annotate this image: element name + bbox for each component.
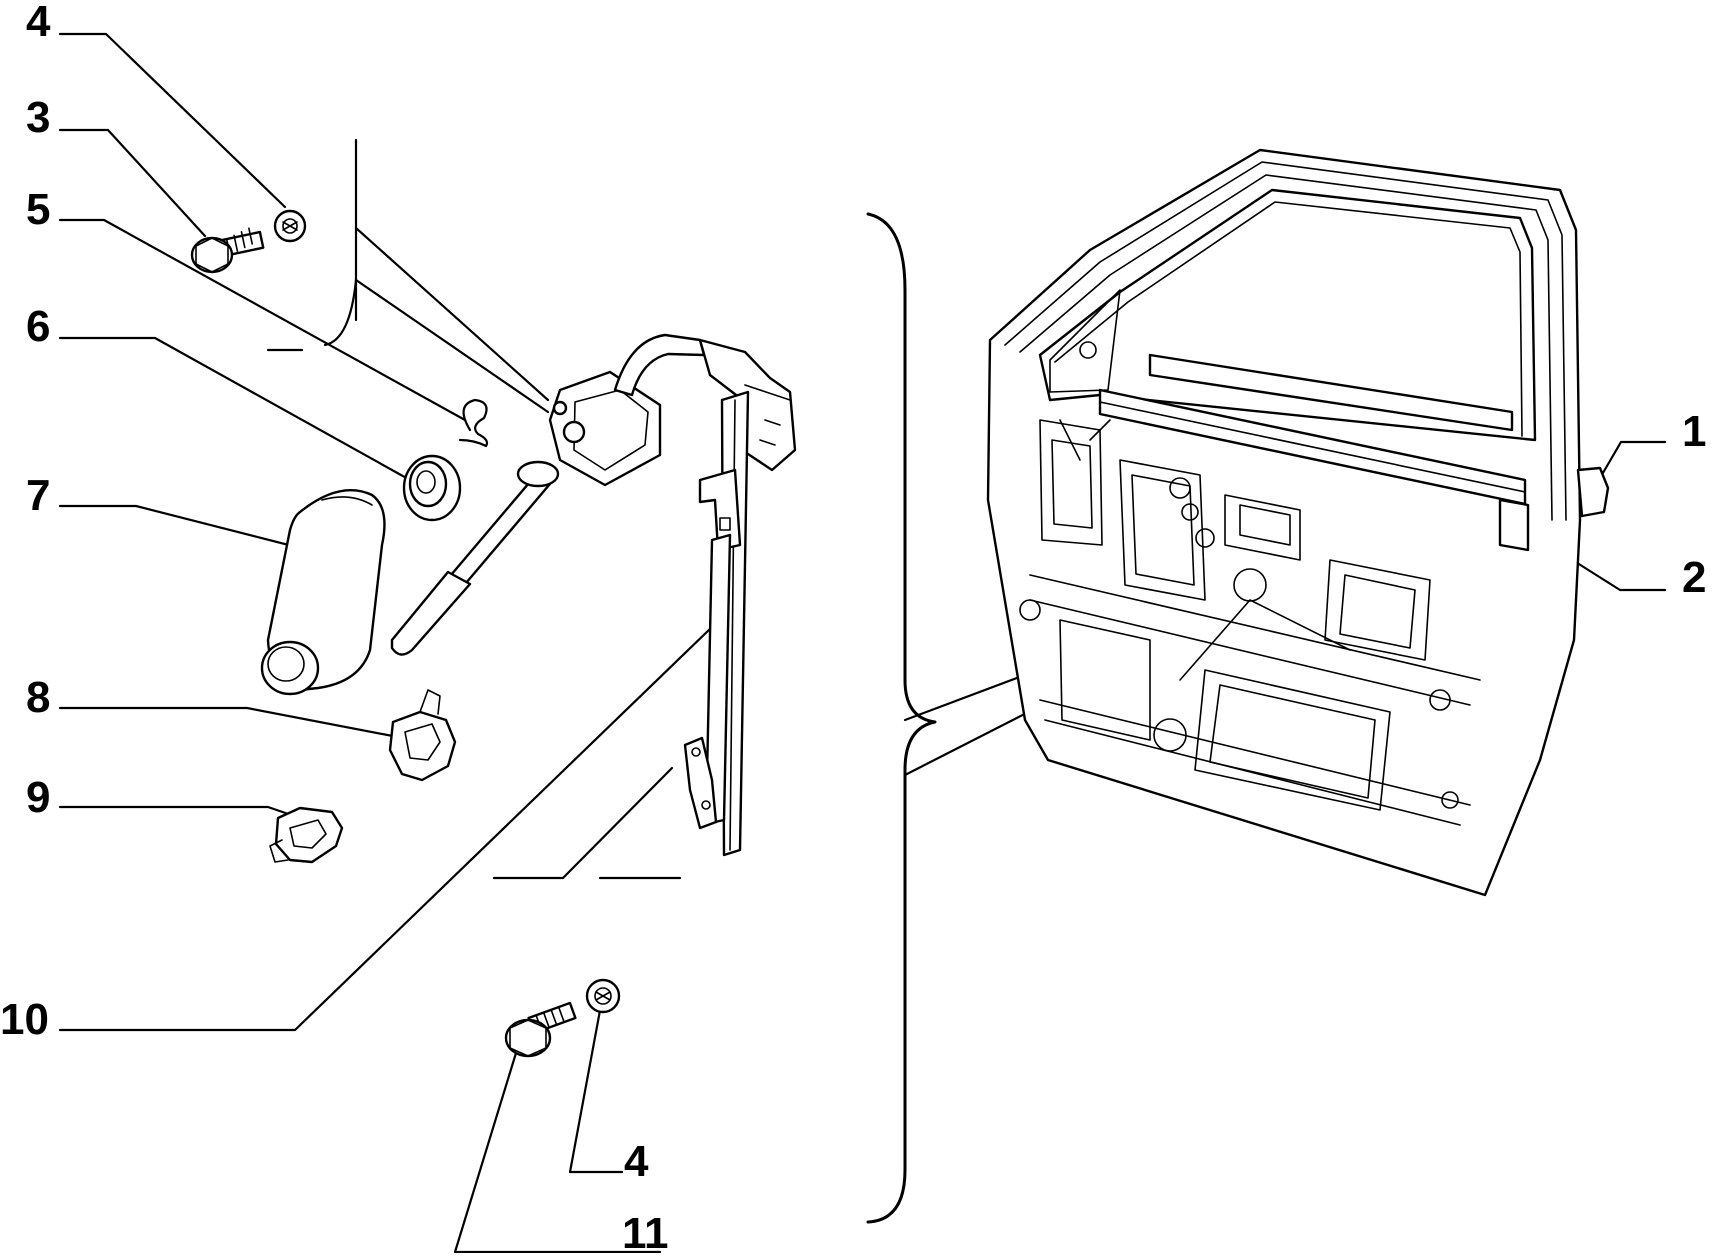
- bolt-3: [190, 227, 265, 274]
- upper-bracket: [266, 138, 550, 414]
- callout-8: 8: [26, 673, 51, 722]
- leader-11: [453, 1038, 662, 1254]
- callout-1: 1: [1682, 407, 1707, 456]
- callout-7: 7: [26, 471, 51, 520]
- leader-5: [58, 218, 467, 422]
- lower-bracket: [492, 766, 682, 880]
- leader-7: [58, 504, 322, 555]
- callout-3: 3: [26, 93, 51, 142]
- clip-9: [269, 806, 344, 864]
- callout-6: 6: [26, 302, 51, 351]
- spring-clip-5: [458, 398, 489, 448]
- nut-4-bottom: [585, 978, 621, 1014]
- door-panel: [986, 148, 1610, 897]
- leader-10: [58, 625, 714, 1032]
- callout-2: 2: [1682, 553, 1707, 602]
- right-brace: [866, 212, 937, 1224]
- callout-9: 9: [26, 773, 51, 822]
- leader-3: [58, 128, 207, 238]
- leader-6: [58, 336, 412, 482]
- nut-4-top: [273, 209, 307, 243]
- bushing-6: [402, 454, 462, 522]
- leader-1: [1598, 440, 1667, 480]
- window-regulator-10: [390, 333, 797, 857]
- leader-9: [58, 805, 302, 820]
- leader-8: [58, 706, 405, 740]
- clip-8: [388, 689, 457, 782]
- callout-5: 5: [26, 185, 51, 234]
- bolt-11: [504, 1001, 577, 1058]
- callout-4-top: 4: [26, 0, 51, 46]
- leader-lines: [58, 32, 1667, 1254]
- leader-4-bottom: [568, 1003, 624, 1174]
- callout-11: 11: [622, 1209, 669, 1258]
- callout-4-bottom: 4: [624, 1137, 649, 1186]
- callout-10: 10: [0, 995, 49, 1044]
- leader-4-top: [58, 32, 287, 209]
- crank-handle-7: [260, 489, 386, 696]
